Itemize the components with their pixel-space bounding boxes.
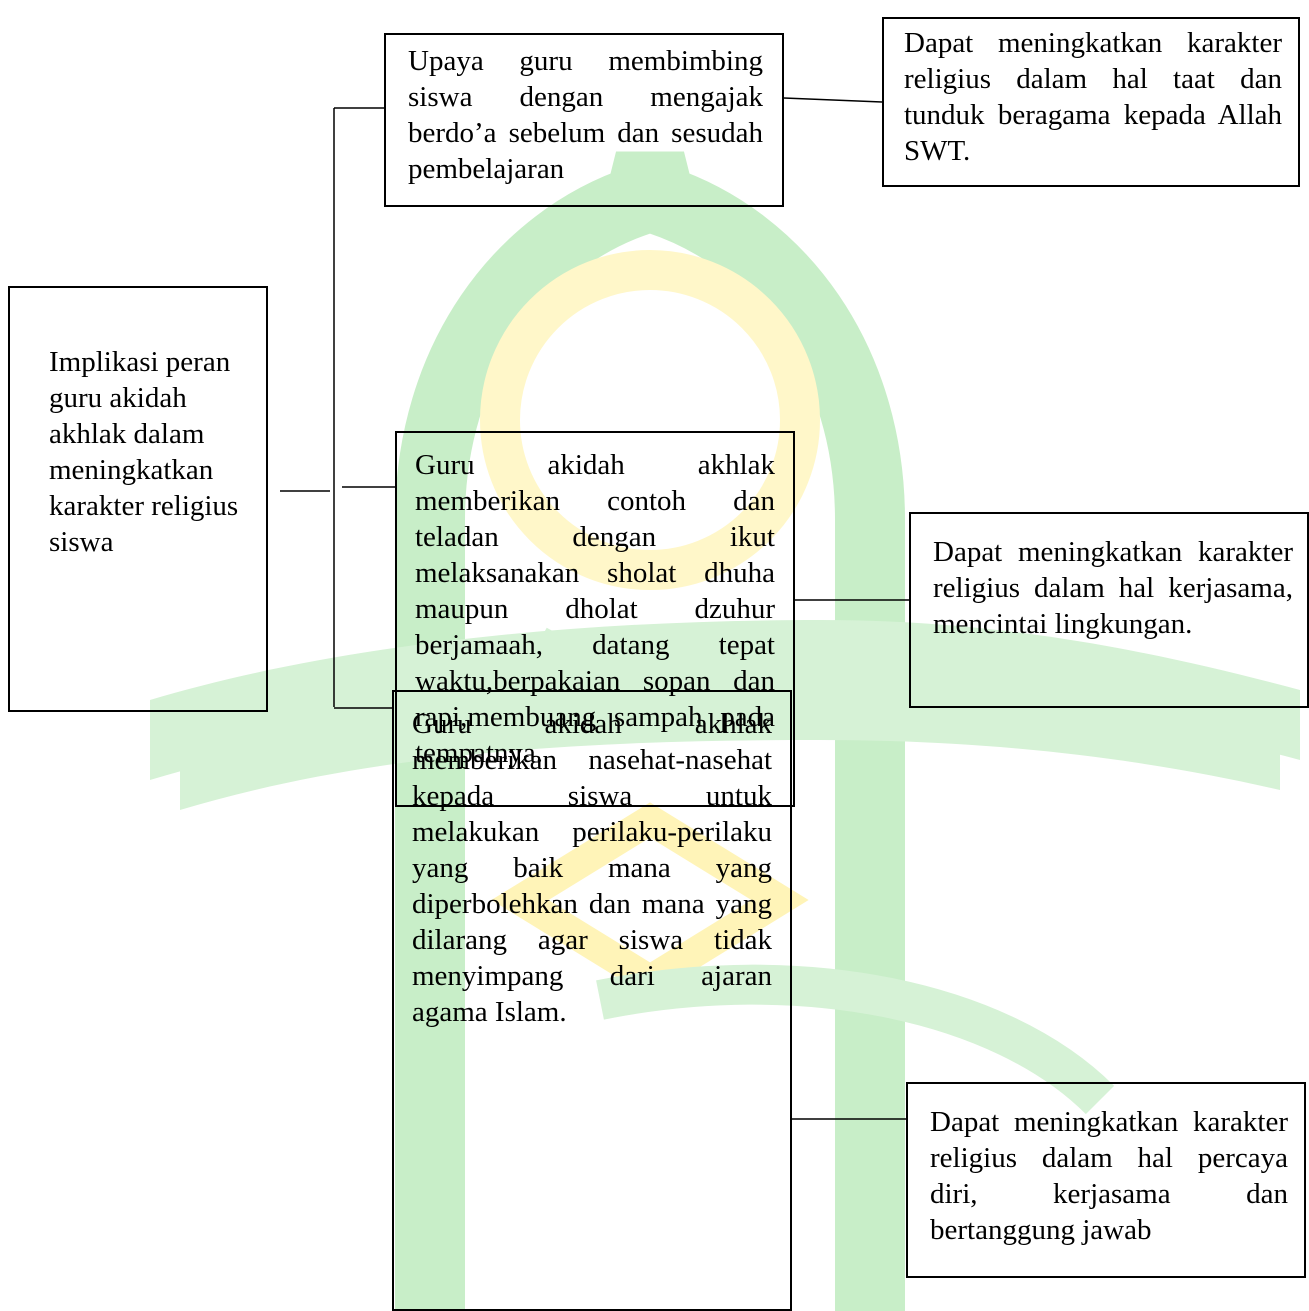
- branch-node-2-text: Guru akidah akhlak memberikan contoh dan…: [415, 449, 775, 769]
- result-node-3: Dapat meningkatkan karakter religius dal…: [906, 1082, 1306, 1278]
- connector-result-a: [783, 97, 883, 103]
- result-node-2: Dapat meningkatkan karakter religius dal…: [909, 512, 1309, 708]
- branch-node-2: Guru akidah akhlak memberikan contoh dan…: [395, 431, 795, 807]
- result-node-1-text: Dapat meningkatkan karakter religius dal…: [904, 27, 1282, 167]
- branch-node-1: Upaya guru membimbing siswa dengan menga…: [384, 33, 784, 207]
- branch-node-1-text: Upaya guru membimbing siswa dengan menga…: [408, 45, 763, 185]
- result-node-2-text: Dapat meningkatkan karakter religius dal…: [933, 536, 1293, 640]
- result-node-1: Dapat meningkatkan karakter religius dal…: [882, 17, 1300, 187]
- root-node-text: Implikasi peran guru akidah akhlak dalam…: [49, 346, 239, 558]
- root-node: Implikasi peran guru akidah akhlak dalam…: [8, 286, 268, 712]
- result-node-3-text: Dapat meningkatkan karakter religius dal…: [930, 1106, 1288, 1246]
- branch-node-3-text: Guru akidah akhlak memberikan nasehat-na…: [412, 708, 772, 1028]
- branch-node-3: Guru akidah akhlak memberikan nasehat-na…: [392, 690, 792, 1311]
